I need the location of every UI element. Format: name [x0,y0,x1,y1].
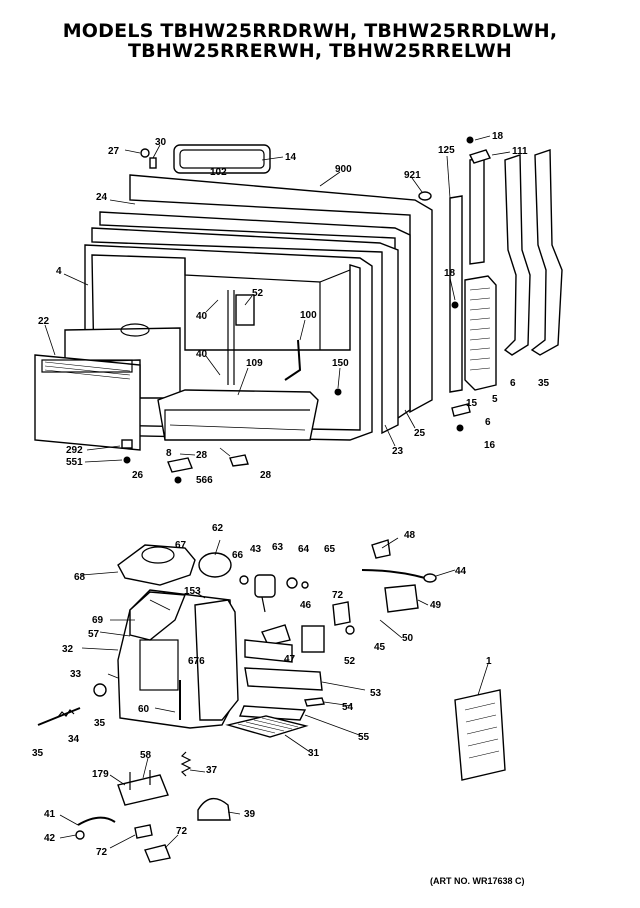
callout-66: 66 [232,550,244,561]
callout-28b: 28 [260,470,272,481]
callout-26: 26 [132,470,144,481]
callout-41: 41 [44,809,56,820]
mechanism-assembly [37,539,506,863]
callout-6b: 6 [485,417,491,428]
callout-50: 50 [402,633,414,644]
callout-153: 153 [184,586,201,597]
callout-35b: 35 [94,718,106,729]
callout-labels: 27 30 14 102 900 921 125 18 111 24 4 52 … [32,131,550,858]
callout-15: 15 [466,398,478,409]
callout-35c: 35 [32,748,44,759]
callout-18b: 18 [444,268,456,279]
callout-42: 42 [44,833,56,844]
callout-72c: 72 [176,826,188,837]
callout-52b: 52 [344,656,356,667]
callout-68: 68 [74,572,86,583]
callout-65: 65 [324,544,336,555]
callout-67: 67 [175,540,187,551]
callout-63: 63 [272,542,284,553]
callout-18: 18 [492,131,504,142]
callout-125: 125 [438,145,455,156]
callout-179: 179 [92,769,109,780]
callout-64: 64 [298,544,310,555]
callout-48: 48 [404,530,416,541]
callout-109: 109 [246,358,263,369]
leader-lines [44,135,511,849]
door-liner-assembly [34,136,563,484]
callout-16: 16 [484,440,496,451]
art-number: (ART NO. WR17638 C) [430,876,525,886]
callout-60: 60 [138,704,150,715]
callout-43: 43 [250,544,262,555]
callout-62: 62 [212,523,224,534]
callout-34: 34 [68,734,80,745]
callout-8: 8 [166,448,172,459]
callout-40: 40 [196,311,208,322]
callout-4: 4 [56,266,62,277]
callout-900: 900 [335,164,352,175]
page-title-line-1: MODELS TBHW25RRDRWH, TBHW25RRDLWH, [62,20,558,42]
callout-22: 22 [38,316,50,327]
callout-44: 44 [455,566,467,577]
callout-27: 27 [108,146,120,157]
callout-100: 100 [300,310,317,321]
callout-14: 14 [285,152,297,163]
callout-551: 551 [66,457,83,468]
callout-33: 33 [70,669,82,680]
callout-150: 150 [332,358,349,369]
callout-37: 37 [206,765,218,776]
callout-102: 102 [210,167,227,178]
callout-31: 31 [308,748,320,759]
callout-1: 1 [486,656,492,667]
callout-54: 54 [342,702,354,713]
callout-921: 921 [404,170,421,181]
callout-52: 52 [252,288,264,299]
callout-566: 566 [196,475,213,486]
callout-69: 69 [92,615,104,626]
callout-46: 46 [300,600,312,611]
callout-47: 47 [284,654,296,665]
callout-49: 49 [430,600,442,611]
callout-23: 23 [392,446,404,457]
callout-35: 35 [538,378,550,389]
callout-72b: 72 [96,847,108,858]
callout-72: 72 [332,590,344,601]
callout-5: 5 [492,394,498,405]
callout-39: 39 [244,809,256,820]
callout-111: 111 [512,146,528,157]
callout-32: 32 [62,644,74,655]
callout-58: 58 [140,750,152,761]
callout-40b: 40 [196,349,208,360]
callout-28: 28 [196,450,208,461]
callout-24: 24 [96,192,108,203]
callout-25: 25 [414,428,426,439]
callout-676: 676 [188,656,205,667]
page-title-line-2: TBHW25RRERWH, TBHW25RRELWH [128,40,512,62]
callout-6: 6 [510,378,516,389]
callout-57: 57 [88,629,100,640]
callout-292: 292 [66,445,83,456]
callout-30: 30 [155,137,167,148]
callout-45: 45 [374,642,386,653]
callout-53: 53 [370,688,382,699]
callout-55: 55 [358,732,370,743]
